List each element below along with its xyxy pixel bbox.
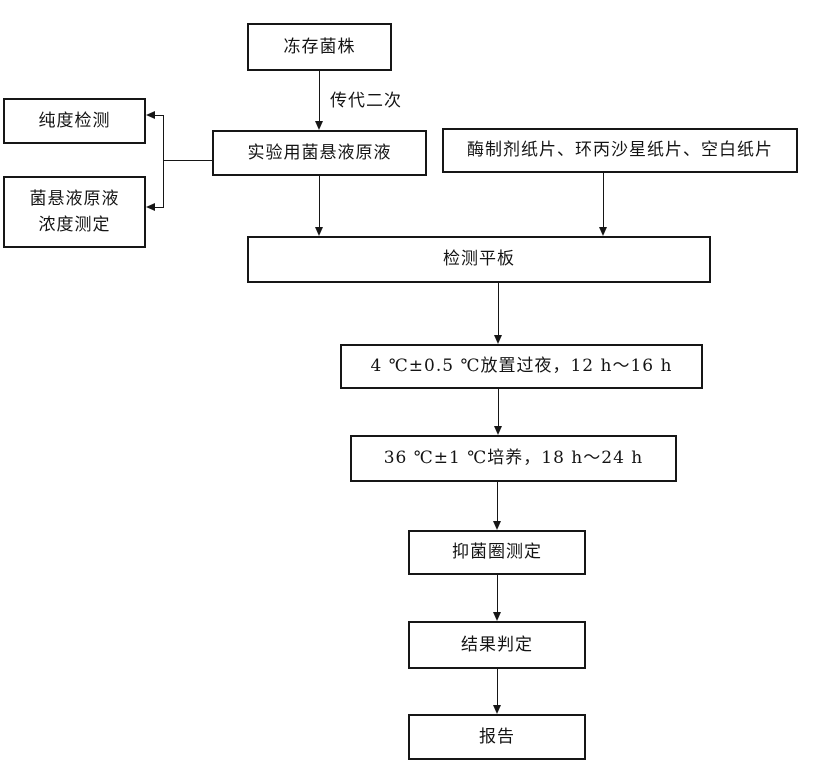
node-paper-discs: 酶制剂纸片、环丙沙星纸片、空白纸片 [442, 128, 798, 173]
arrowhead-down-icon [493, 705, 501, 714]
arrowhead-down-icon [493, 521, 501, 530]
node-report: 报告 [408, 714, 586, 760]
node-purity-test: 纯度检测 [3, 98, 146, 144]
node-overnight-rest-label: 4 ℃±0.5 ℃放置过夜，12 h～16 h [370, 356, 673, 377]
node-report-label: 报告 [479, 726, 515, 747]
node-suspension-stock: 实验用菌悬液原液 [212, 130, 427, 176]
edge-discs-to-plate [603, 173, 604, 229]
node-test-plate-label: 检测平板 [443, 249, 515, 270]
node-incubation-label: 36 ℃±1 ℃培养，18 h～24 h [383, 448, 644, 469]
node-overnight-rest: 4 ℃±0.5 ℃放置过夜，12 h～16 h [340, 344, 703, 389]
edge-label-passage: 传代二次 [330, 91, 402, 111]
edge-incubation-to-zone [497, 482, 498, 523]
node-inhibition-zone-label: 抑菌圈测定 [452, 542, 542, 563]
node-purity-test-label: 纯度检测 [38, 110, 111, 131]
edge-plate-to-overnight [498, 283, 499, 337]
edge-frozen-to-suspension [319, 71, 320, 123]
node-result-judgment: 结果判定 [408, 621, 586, 669]
edge-branch-to-purity [152, 115, 164, 116]
arrowhead-down-icon [493, 612, 501, 621]
node-test-plate: 检测平板 [247, 236, 711, 283]
arrowhead-down-icon [494, 426, 502, 435]
node-inhibition-zone: 抑菌圈测定 [408, 530, 586, 575]
arrowhead-down-icon [494, 335, 502, 344]
node-frozen-strain-label: 冻存菌株 [283, 36, 356, 57]
node-suspension-stock-label: 实验用菌悬液原液 [247, 142, 392, 163]
edge-suspension-branch-vertical [163, 115, 164, 208]
arrowhead-down-icon [599, 227, 607, 236]
edge-zone-to-result [497, 575, 498, 614]
arrowhead-left-icon [146, 111, 155, 119]
edge-result-to-report [497, 669, 498, 707]
arrowhead-down-icon [315, 227, 323, 236]
edge-suspension-to-plate [319, 176, 320, 229]
node-frozen-strain: 冻存菌株 [247, 23, 392, 71]
node-result-judgment-label: 结果判定 [461, 634, 533, 655]
arrowhead-left-icon [146, 203, 155, 211]
node-paper-discs-label: 酶制剂纸片、环丙沙星纸片、空白纸片 [467, 140, 773, 161]
edge-suspension-branch-horizontal [163, 160, 213, 161]
node-concentration-test-label: 菌悬液原液 浓度测定 [29, 188, 120, 235]
node-incubation: 36 ℃±1 ℃培养，18 h～24 h [350, 435, 677, 482]
edge-branch-to-concentration [152, 207, 164, 208]
arrowhead-down-icon [315, 121, 323, 130]
edge-overnight-to-incubation [498, 389, 499, 428]
node-concentration-test: 菌悬液原液 浓度测定 [3, 176, 146, 248]
